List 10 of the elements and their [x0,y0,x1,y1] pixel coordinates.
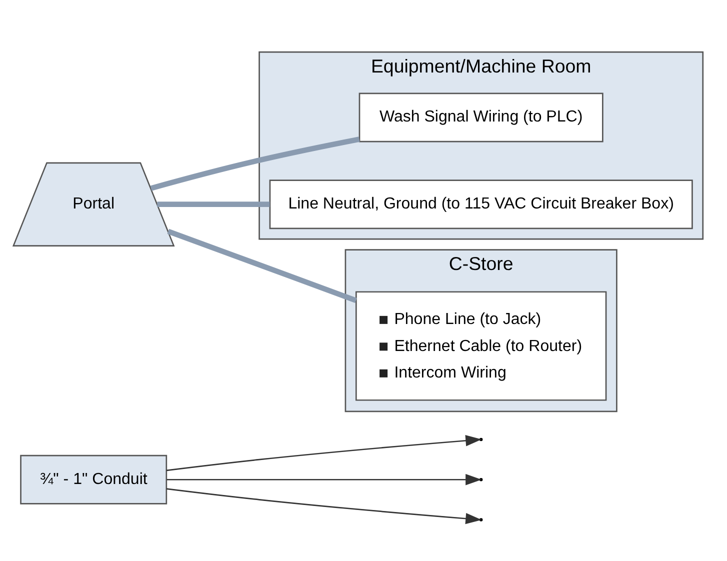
arrow [166,473,482,485]
node-box: Wash Signal Wiring (to PLC) [358,92,604,142]
node-box: Line Neutral, Ground (to 115 VAC Circuit Breaker Box) [269,179,693,229]
node-box: ¾" - 1" Conduit [20,454,168,504]
arrow [166,488,482,524]
node-box: Phone Line (to Jack) Ethernet Cable (to Router) Intercom Wiring [355,290,607,400]
arrow [166,434,482,471]
connector [150,136,360,190]
connector [157,201,270,207]
connector [167,228,357,302]
